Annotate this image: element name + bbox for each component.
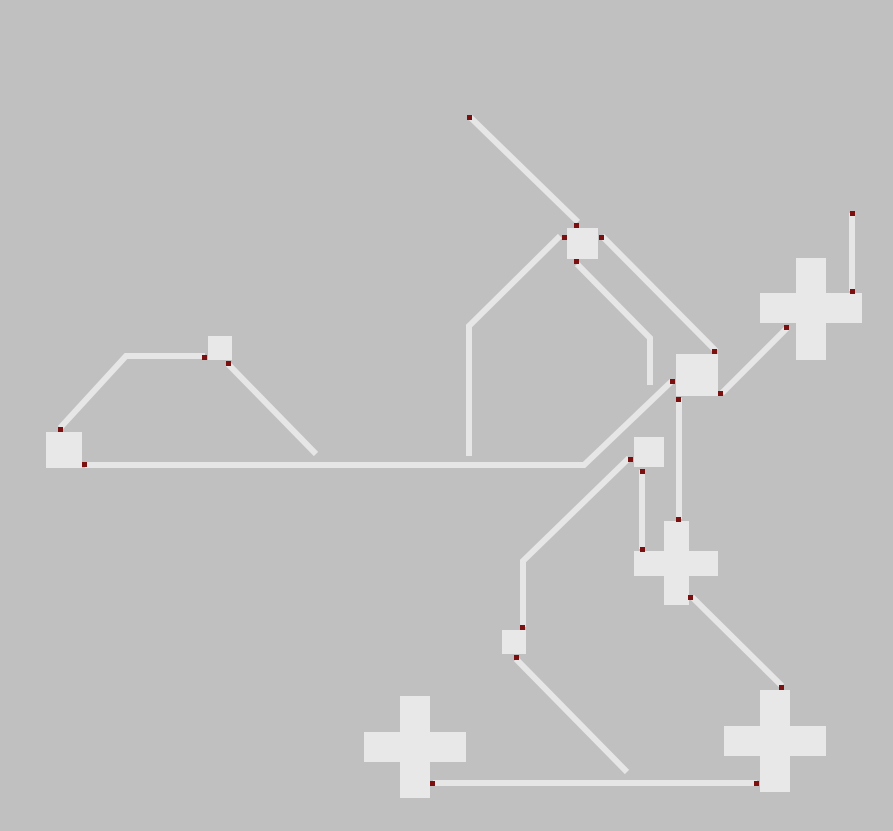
port-marker <box>430 781 435 786</box>
pipe <box>520 455 632 627</box>
node-square[interactable] <box>502 630 526 654</box>
pipe <box>599 233 719 354</box>
node-square[interactable] <box>634 437 664 467</box>
port-marker <box>754 781 759 786</box>
port-marker <box>562 235 567 240</box>
pipe <box>85 378 675 468</box>
port-marker <box>226 361 231 366</box>
node-cross[interactable] <box>364 696 466 798</box>
pipe <box>225 361 319 457</box>
port-marker <box>688 595 693 600</box>
port-marker <box>712 349 717 354</box>
node-square[interactable] <box>46 432 82 468</box>
port-marker <box>467 115 472 120</box>
port-marker <box>784 325 789 330</box>
node-cross[interactable] <box>760 258 862 360</box>
pipe <box>513 656 630 775</box>
port-marker <box>676 517 681 522</box>
port-marker <box>850 211 855 216</box>
pipes <box>57 114 855 786</box>
nodes <box>46 228 862 798</box>
pipe <box>689 594 785 689</box>
port-marker <box>676 397 681 402</box>
ports <box>58 115 855 786</box>
node-square[interactable] <box>208 336 232 360</box>
port-marker <box>670 379 675 384</box>
pipe <box>57 353 205 431</box>
node-square[interactable] <box>676 354 718 396</box>
node-cross[interactable] <box>634 521 718 605</box>
port-marker <box>58 427 63 432</box>
port-marker <box>779 685 784 690</box>
port-marker <box>574 223 579 228</box>
pipe <box>467 114 581 225</box>
port-marker <box>718 391 723 396</box>
port-marker <box>202 355 207 360</box>
node-square[interactable] <box>567 228 598 259</box>
port-marker <box>628 457 633 462</box>
pipe <box>719 325 790 396</box>
port-marker <box>82 462 87 467</box>
port-marker <box>850 289 855 294</box>
port-marker <box>574 259 579 264</box>
node-cross[interactable] <box>724 690 826 792</box>
port-marker <box>599 235 604 240</box>
port-marker <box>520 625 525 630</box>
port-marker <box>640 547 645 552</box>
port-marker <box>640 469 645 474</box>
pipe <box>574 261 653 385</box>
port-marker <box>514 655 519 660</box>
pipe <box>466 233 563 456</box>
